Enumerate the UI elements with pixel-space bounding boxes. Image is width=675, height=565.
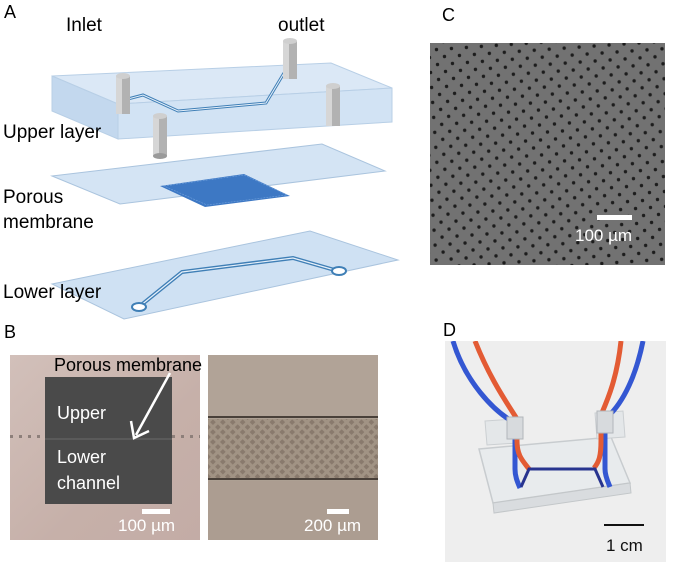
lower-layer-sheet bbox=[50, 230, 400, 320]
pillar-outlet bbox=[283, 38, 297, 79]
device-exploded-diagram bbox=[50, 38, 400, 320]
upper-layer-label: Upper layer bbox=[3, 122, 102, 143]
inlet-label: Inlet bbox=[66, 15, 102, 36]
lower-layer-label: Lower layer bbox=[3, 282, 102, 303]
scale-bar-d bbox=[604, 524, 644, 526]
scale-label-b-left: 100 µm bbox=[118, 516, 176, 535]
textured-channel-micrograph: 200 µm bbox=[208, 355, 378, 540]
upper-channel-label: Upper bbox=[57, 403, 107, 423]
porous-membrane-sheet bbox=[50, 143, 387, 207]
scale-label-d: 1 cm bbox=[606, 536, 643, 555]
panel-d-letter: D bbox=[443, 320, 456, 340]
porous-membrane-callout: Porous membrane bbox=[54, 355, 203, 375]
porous-label-line2: membrane bbox=[3, 212, 94, 233]
channel-label: channel bbox=[57, 473, 121, 493]
pore-pattern bbox=[430, 43, 665, 265]
channel-micrograph: Upper Lower channel 100 µm bbox=[10, 355, 200, 540]
lower-label: Lower bbox=[57, 447, 107, 467]
upper-layer-block bbox=[51, 62, 393, 140]
pillars bbox=[116, 38, 340, 159]
panel-c-letter: C bbox=[442, 5, 455, 25]
porous-label-line1: Porous bbox=[3, 187, 64, 208]
device-photo-drawing bbox=[445, 341, 666, 562]
scale-label-b-right: 200 µm bbox=[304, 516, 362, 535]
panel-b-letter: B bbox=[4, 322, 17, 342]
pillar-front-left bbox=[153, 113, 167, 159]
membrane-square bbox=[45, 377, 172, 504]
panel-a-letter: A bbox=[4, 2, 17, 22]
scale-bar-c bbox=[597, 215, 632, 220]
device-photo: 1 cm bbox=[445, 341, 666, 562]
scale-bar-b-right bbox=[327, 509, 349, 514]
scale-label-c: 100 µm bbox=[575, 226, 633, 245]
arrow-icon bbox=[129, 372, 172, 440]
outlet-label: outlet bbox=[278, 15, 325, 36]
texture-pattern bbox=[208, 355, 378, 540]
pillar-right bbox=[326, 83, 340, 126]
scale-bar-b-left bbox=[142, 509, 170, 514]
sem-membrane-image: 100 µm bbox=[430, 43, 665, 265]
pillar-inlet bbox=[116, 73, 130, 114]
